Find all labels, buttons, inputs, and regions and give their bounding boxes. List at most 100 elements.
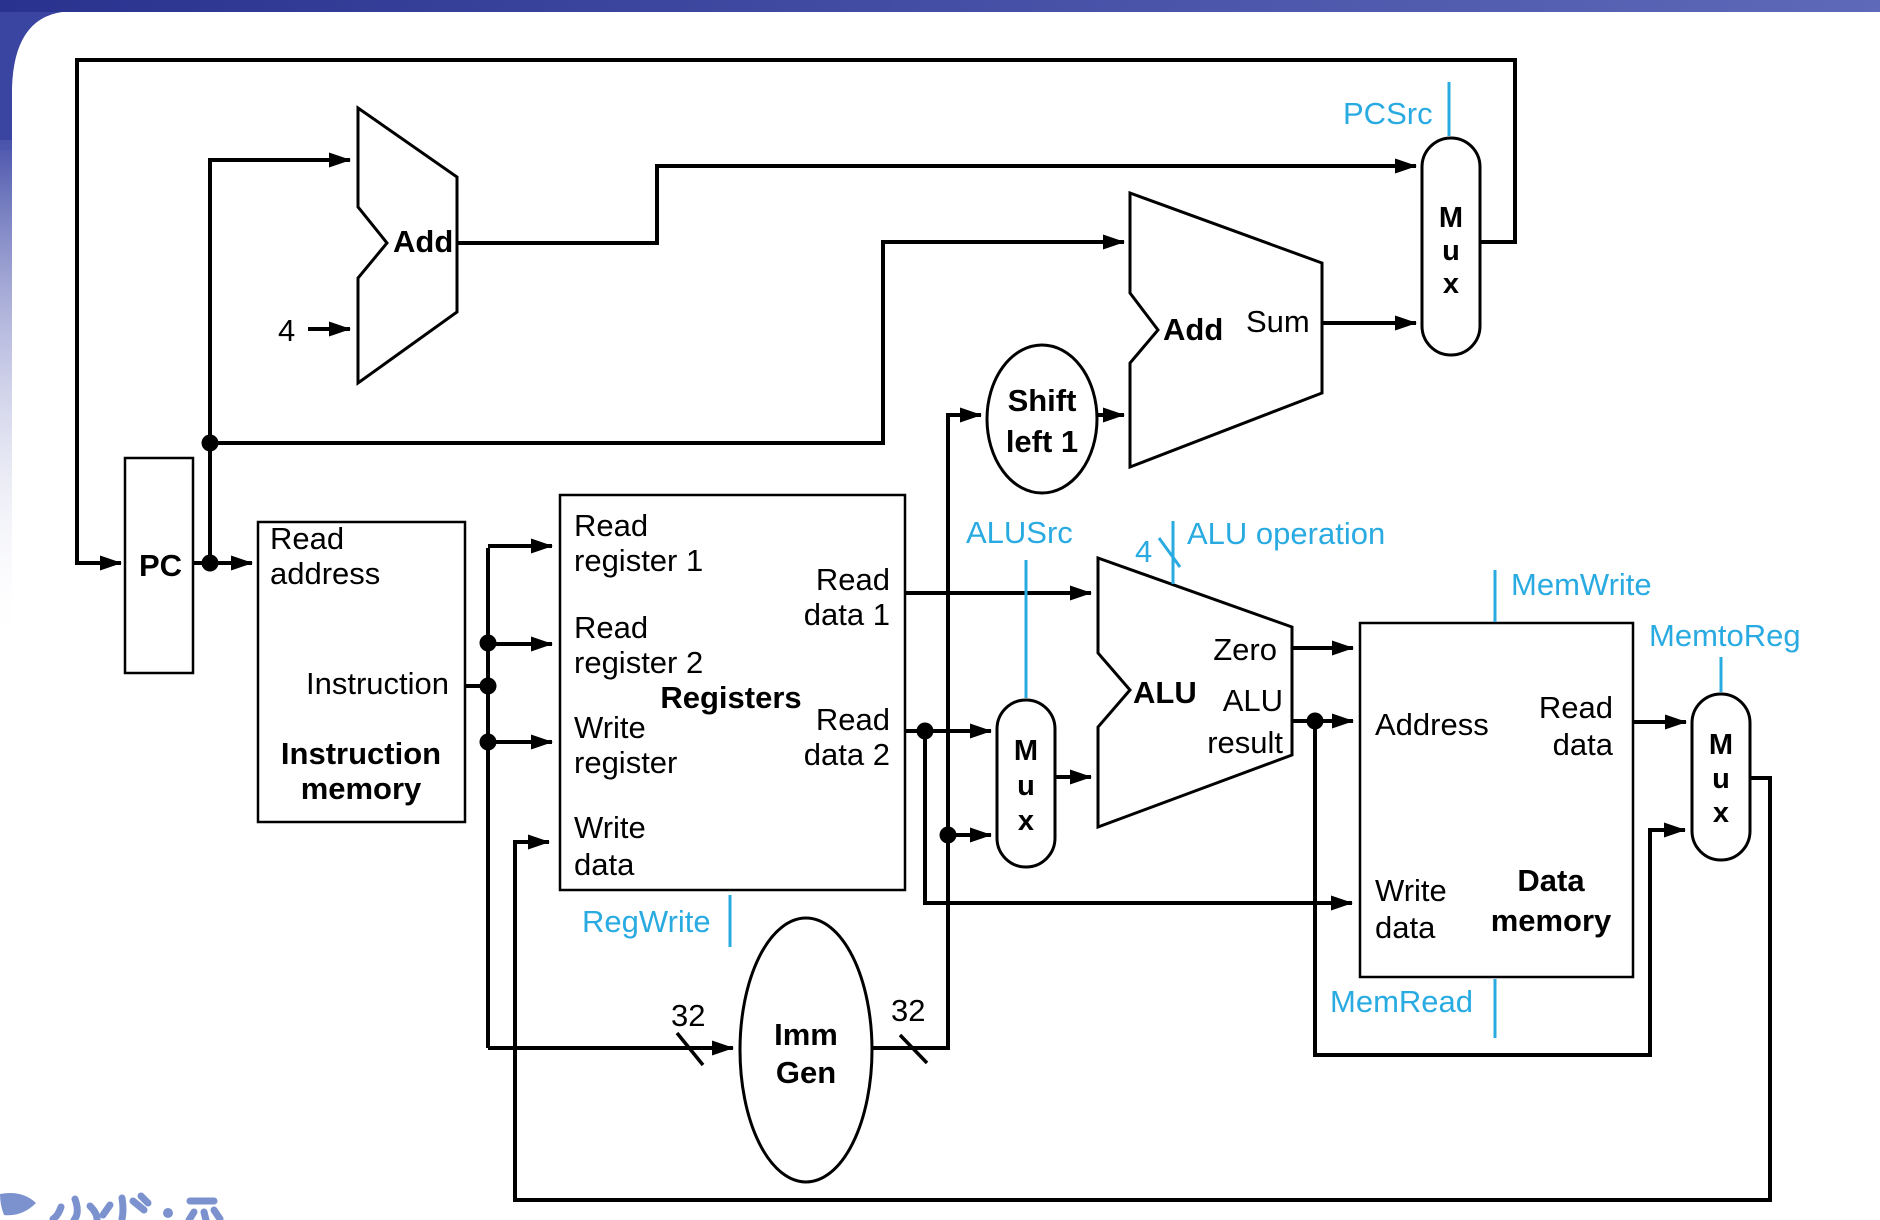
instruction-memory-title: memory xyxy=(301,771,422,806)
mux-letter: M xyxy=(1014,735,1038,767)
frame-corner xyxy=(0,12,62,150)
mux-letter: x xyxy=(1443,268,1459,300)
alu-label: ALU xyxy=(1133,675,1197,710)
junction-dot xyxy=(916,722,934,740)
mux-memtoreg-shape xyxy=(1690,692,1752,862)
logo-stroke xyxy=(137,1192,152,1207)
alu-operation-width-slash xyxy=(1157,537,1182,568)
slide-frame xyxy=(0,0,1880,650)
alu: Zero ALU ALU result xyxy=(1096,555,1294,830)
port-write-register: Write xyxy=(574,710,646,745)
wire-pc-to-add4 xyxy=(208,152,351,563)
pcsrc-label: PCSrc xyxy=(1343,96,1433,131)
shift-left-label: Shift xyxy=(1008,383,1077,418)
logo-stroke xyxy=(129,1197,148,1214)
imm-gen-shape xyxy=(738,916,874,1184)
junction-dot xyxy=(479,733,497,751)
registers-box xyxy=(558,493,907,892)
instruction-memory-title: Instruction xyxy=(281,736,441,771)
imm-gen-label: Imm xyxy=(774,1017,838,1052)
wires: 32 32 xyxy=(75,58,1772,1202)
mux-pcsrc: M u x xyxy=(1420,136,1482,357)
junction-dot xyxy=(939,826,957,844)
instruction-memory: Read address Instruction Instruction mem… xyxy=(256,520,467,824)
pc-box xyxy=(123,456,195,675)
data-memory-title: memory xyxy=(1491,903,1612,938)
port-read-address: address xyxy=(270,556,380,591)
logo-stroke xyxy=(185,1208,198,1220)
junction-dot xyxy=(1306,712,1324,730)
port-read-register-1: Read xyxy=(574,508,648,543)
logo-leaf-icon xyxy=(0,1193,36,1216)
port-address: Address xyxy=(1375,707,1489,742)
top-bar xyxy=(0,0,1880,12)
memtoreg-label: MemtoReg xyxy=(1649,618,1801,653)
port-read-data-1: data 1 xyxy=(804,597,890,632)
port-alu-result: result xyxy=(1207,725,1283,760)
alusrc-label: ALUSrc xyxy=(966,515,1073,550)
alu-operation-width-label: 4 xyxy=(1135,534,1152,569)
mux-letter: x xyxy=(1713,797,1729,829)
data-memory: Address Read data Write data Data memory xyxy=(1358,621,1635,979)
imm-gen: Imm Gen xyxy=(738,916,874,1184)
junction-dot xyxy=(201,434,219,452)
adder-pc4-shape xyxy=(356,105,459,386)
adder-branch-label: Add xyxy=(1163,312,1223,347)
instruction-memory-box xyxy=(256,520,467,824)
mux-letter: M xyxy=(1439,202,1463,234)
port-read-data-2: data 2 xyxy=(804,737,890,772)
bus-width-slash xyxy=(675,1031,705,1067)
calligraphy-logo xyxy=(0,1192,224,1220)
port-write-data: data xyxy=(574,847,635,882)
imm-gen-label: Gen xyxy=(776,1055,836,1090)
wire-pcsrc-mux-to-pc xyxy=(75,58,1517,571)
port-read-data-1: Read xyxy=(816,562,890,597)
adder-branch-shape xyxy=(1128,190,1324,470)
memread-label: MemRead xyxy=(1330,984,1473,1019)
mux-letter: u xyxy=(1442,235,1460,267)
logo-stroke xyxy=(200,1208,210,1220)
bus-width-label: 32 xyxy=(671,998,705,1033)
junction-dot xyxy=(201,554,219,572)
logo-stroke xyxy=(70,1195,81,1220)
logo-dot xyxy=(163,1208,173,1218)
port-read-register-1: register 1 xyxy=(574,543,703,578)
logo-stroke xyxy=(49,1203,65,1220)
shift-left-1: Shift left 1 xyxy=(985,343,1099,495)
pc-register: PC xyxy=(123,456,195,675)
sum-label: Sum xyxy=(1246,304,1310,339)
port-read-data: data xyxy=(1553,727,1614,762)
mux-pcsrc-shape xyxy=(1420,136,1482,357)
data-memory-box xyxy=(1358,621,1635,979)
port-write-register: register xyxy=(574,745,677,780)
wire-alu-result-to-memtoreg-mux xyxy=(1313,721,1686,1057)
port-write-data: Write xyxy=(574,810,646,845)
port-instruction: Instruction xyxy=(306,666,449,701)
mux-letter: u xyxy=(1017,770,1035,802)
adder-pc4-label: Add xyxy=(393,224,453,259)
shift-left-label: left 1 xyxy=(1006,424,1078,459)
junction-dot xyxy=(479,677,497,695)
registers: Read register 1 Read register 2 Register… xyxy=(558,493,907,892)
port-read-data-2: Read xyxy=(816,702,890,737)
mux-alusrc: M u x xyxy=(995,698,1057,869)
bus-width-label: 32 xyxy=(891,993,925,1028)
mux-letter: M xyxy=(1709,729,1733,761)
memwrite-label: MemWrite xyxy=(1511,567,1652,602)
logo-stroke xyxy=(86,1202,101,1220)
adder-branch: Add Sum xyxy=(1128,190,1324,470)
mux-letter: u xyxy=(1712,763,1730,795)
wire-pc-to-branch-add xyxy=(210,234,1125,445)
port-read-register-2: register 2 xyxy=(574,645,703,680)
mux-letter: x xyxy=(1018,805,1034,837)
port-read-data: Read xyxy=(1539,690,1613,725)
port-read-register-2: Read xyxy=(574,610,648,645)
port-zero: Zero xyxy=(1213,632,1277,667)
control-signals: PCSrc ALUSrc 4 ALU operation RegWrite Me… xyxy=(582,82,1801,1038)
alu-shape xyxy=(1096,555,1294,830)
wire-mux-to-write-data xyxy=(513,776,1772,1202)
logo-stroke xyxy=(118,1194,127,1220)
bus-width-slash xyxy=(898,1033,929,1065)
regwrite-label: RegWrite xyxy=(582,904,711,939)
